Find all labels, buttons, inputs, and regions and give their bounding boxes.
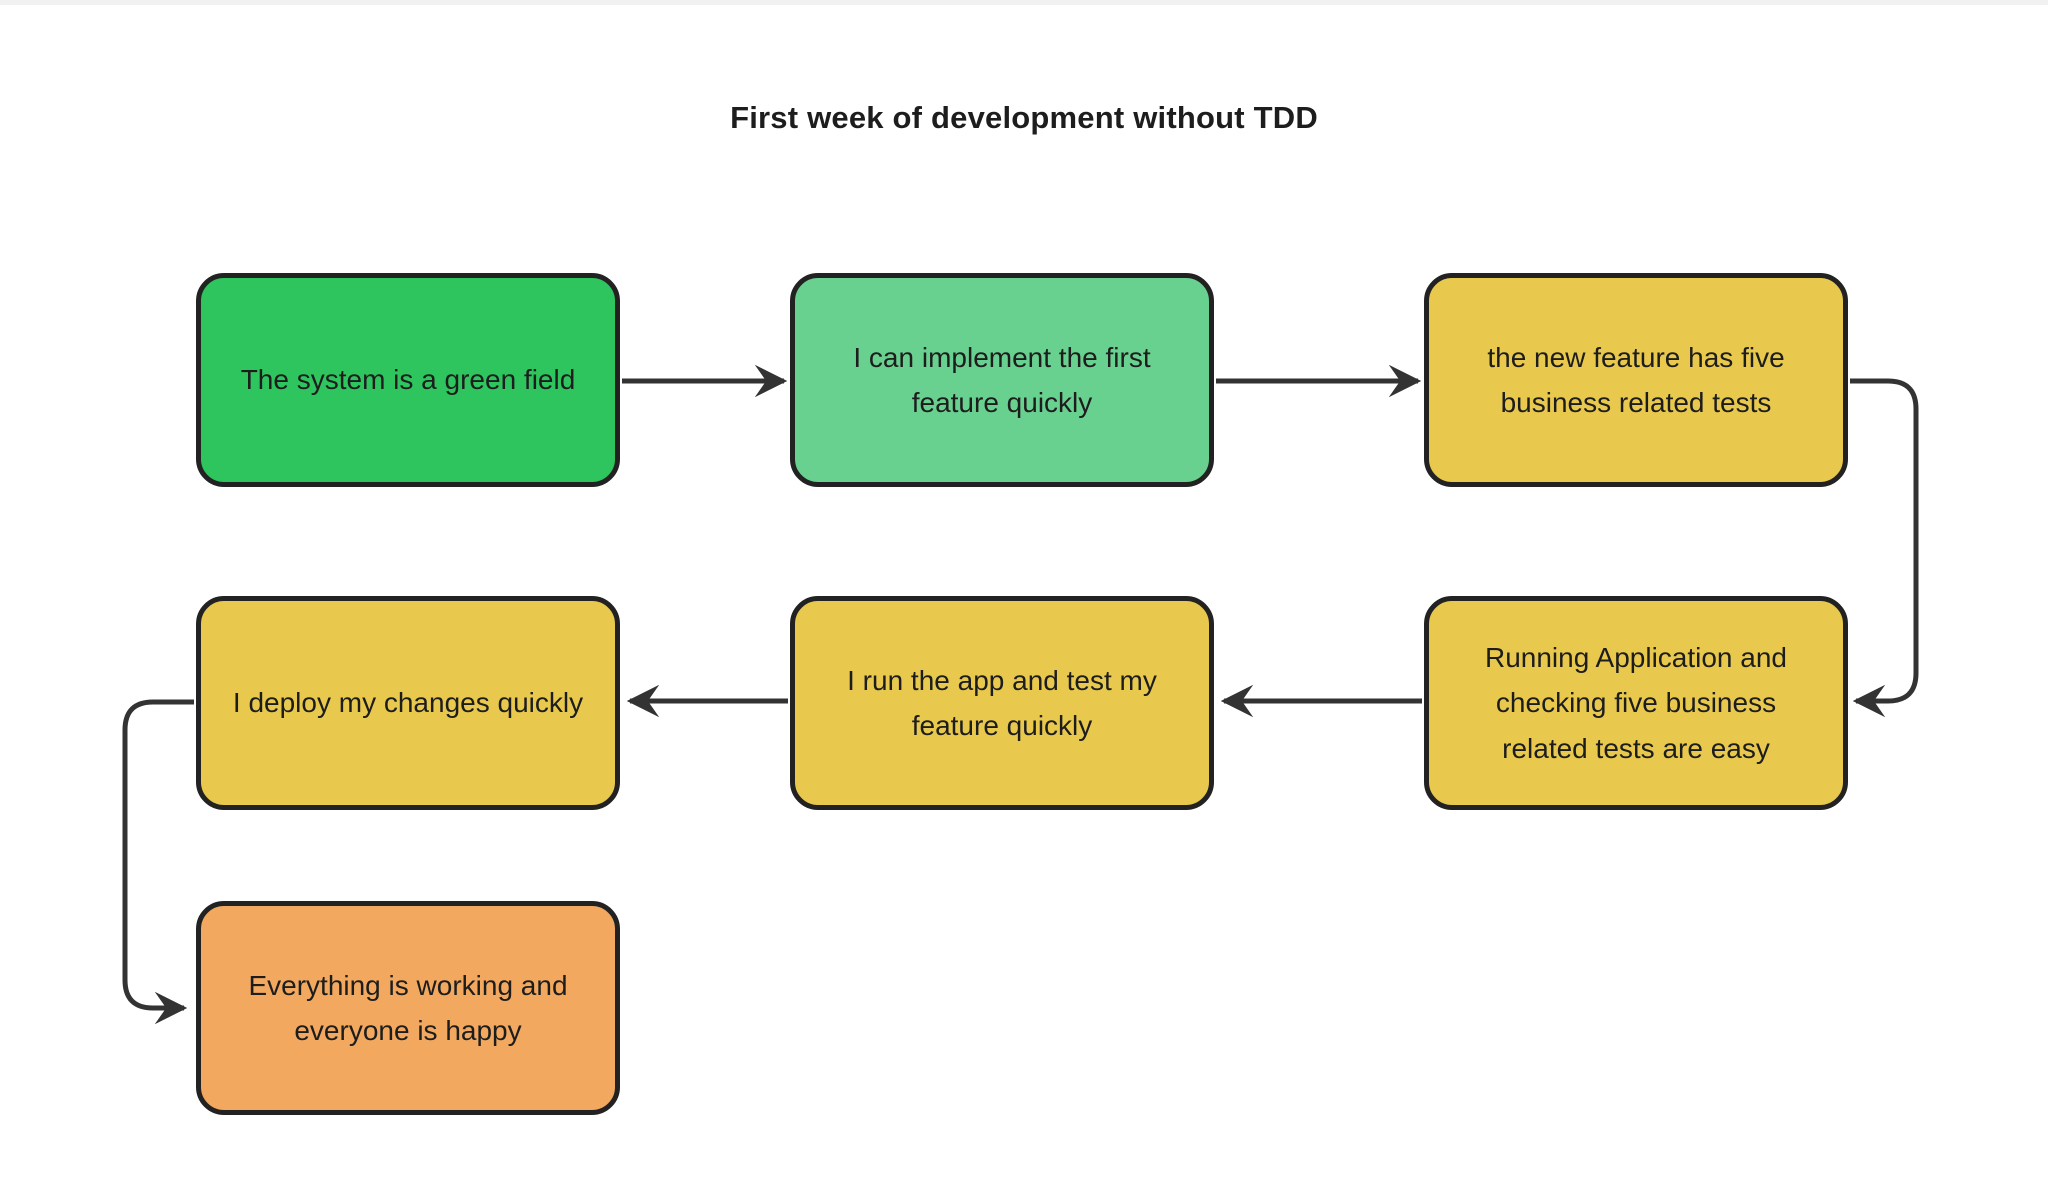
node-deploy-changes: I deploy my changes quickly — [196, 596, 620, 810]
diagram-title: First week of development without TDD — [730, 100, 1318, 135]
node-green-field: The system is a green field — [196, 273, 620, 487]
top-border-strip — [0, 0, 2048, 5]
edge-five-tests-to-running-application — [1850, 378, 1919, 718]
edge-deploy-to-everything-working — [122, 699, 194, 1025]
node-running-application: Running Application and checking five bu… — [1424, 596, 1848, 810]
node-run-app-test: I run the app and test my feature quickl… — [790, 596, 1214, 810]
node-five-tests: the new feature has five business relate… — [1424, 273, 1848, 487]
node-everything-working: Everything is working and everyone is ha… — [196, 901, 620, 1115]
node-implement-first-feature: I can implement the first feature quickl… — [790, 273, 1214, 487]
